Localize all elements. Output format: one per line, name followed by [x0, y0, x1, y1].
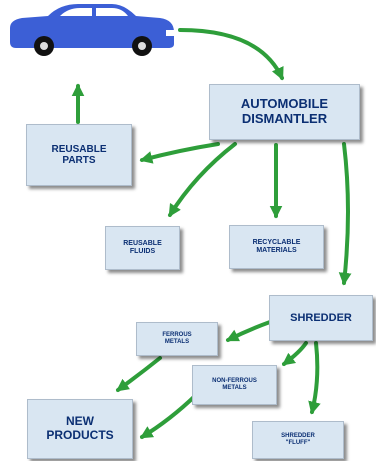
arrow-dismantler-to-parts	[139, 142, 220, 164]
node-ferrous-metals: FERROUS METALS	[136, 322, 218, 356]
node-shredder-fluff: SHREDDER "FLUFF"	[252, 421, 344, 459]
node-shredder: SHREDDER	[269, 295, 373, 341]
arrow-ferrous-to-new-products	[115, 356, 162, 392]
arrow-car-to-dismantler	[178, 28, 284, 81]
arrow-shredder-to-nonferrous	[281, 341, 308, 366]
node-non-ferrous-metals: NON-FERROUS METALS	[192, 365, 277, 405]
arrow-dismantler-to-shredder	[338, 142, 352, 286]
node-new-products: NEW PRODUCTS	[27, 399, 133, 459]
arrow-shredder-to-fluff	[308, 341, 321, 415]
node-reusable-parts: REUSABLE PARTS	[26, 124, 132, 186]
node-recyclable-materials: RECYCLABLE MATERIALS	[229, 225, 324, 269]
arrow-shredder-to-ferrous	[225, 320, 272, 342]
node-automobile-dismantler: AUTOMOBILE DISMANTLER	[209, 84, 360, 140]
car-icon	[10, 4, 174, 56]
arrow-dismantler-to-fluids	[168, 142, 237, 218]
arrow-nonferrous-to-new-products	[139, 393, 198, 439]
node-reusable-fluids: REUSABLE FLUIDS	[105, 226, 180, 270]
